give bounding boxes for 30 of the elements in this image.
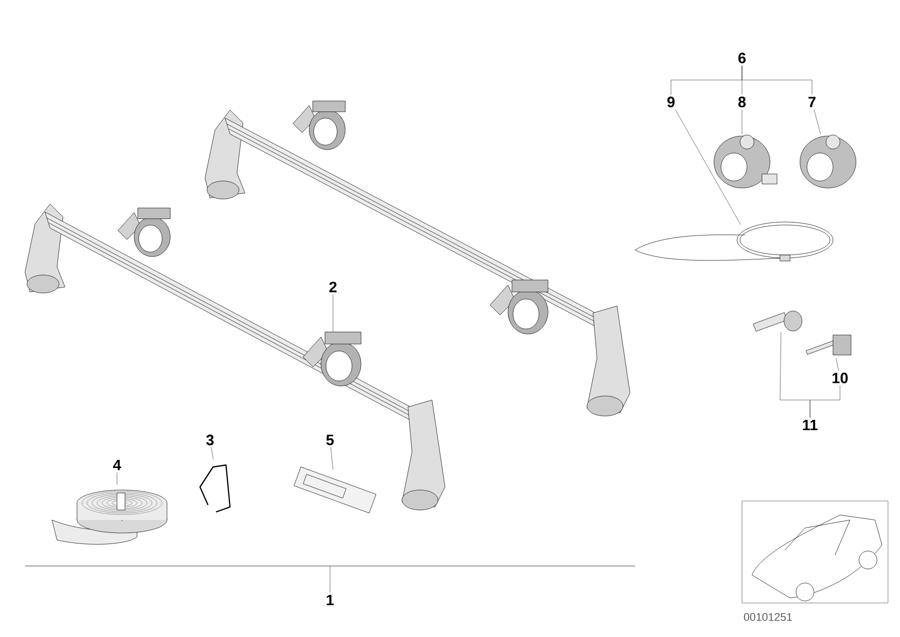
key-drawing xyxy=(806,334,852,356)
pad-drawing xyxy=(294,466,376,514)
bike-holder-drawing xyxy=(302,332,362,386)
leader-line xyxy=(810,385,840,418)
callout-number: 2 xyxy=(329,282,337,292)
clip-drawing xyxy=(199,464,231,513)
callout-number: 3 xyxy=(206,434,214,446)
leader-line xyxy=(814,109,821,134)
callout-number: 7 xyxy=(808,96,816,108)
callout-number: 8 xyxy=(738,96,746,108)
lock-drawing xyxy=(714,134,778,188)
leader-line xyxy=(836,358,839,371)
lock-cylinder-drawing xyxy=(753,310,802,332)
callout-number: 9 xyxy=(667,96,675,108)
leader-line xyxy=(332,294,334,332)
leader-line xyxy=(742,65,812,95)
cable-drawing xyxy=(634,222,834,262)
callout-number: 1 xyxy=(326,594,334,606)
callout-number: 11 xyxy=(803,420,818,430)
callout-number: 4 xyxy=(113,460,122,470)
callout-number: 5 xyxy=(326,434,334,446)
lock-drawing xyxy=(800,134,856,188)
leader-line xyxy=(330,447,334,470)
callout-number: 6 xyxy=(738,52,746,64)
leader-line xyxy=(211,447,214,460)
diagram-number: 00101251 xyxy=(744,613,792,621)
leader-line xyxy=(116,472,118,485)
leader-line xyxy=(675,109,741,225)
tape-roll-drawing xyxy=(52,490,168,544)
callout-number: 10 xyxy=(832,372,848,384)
